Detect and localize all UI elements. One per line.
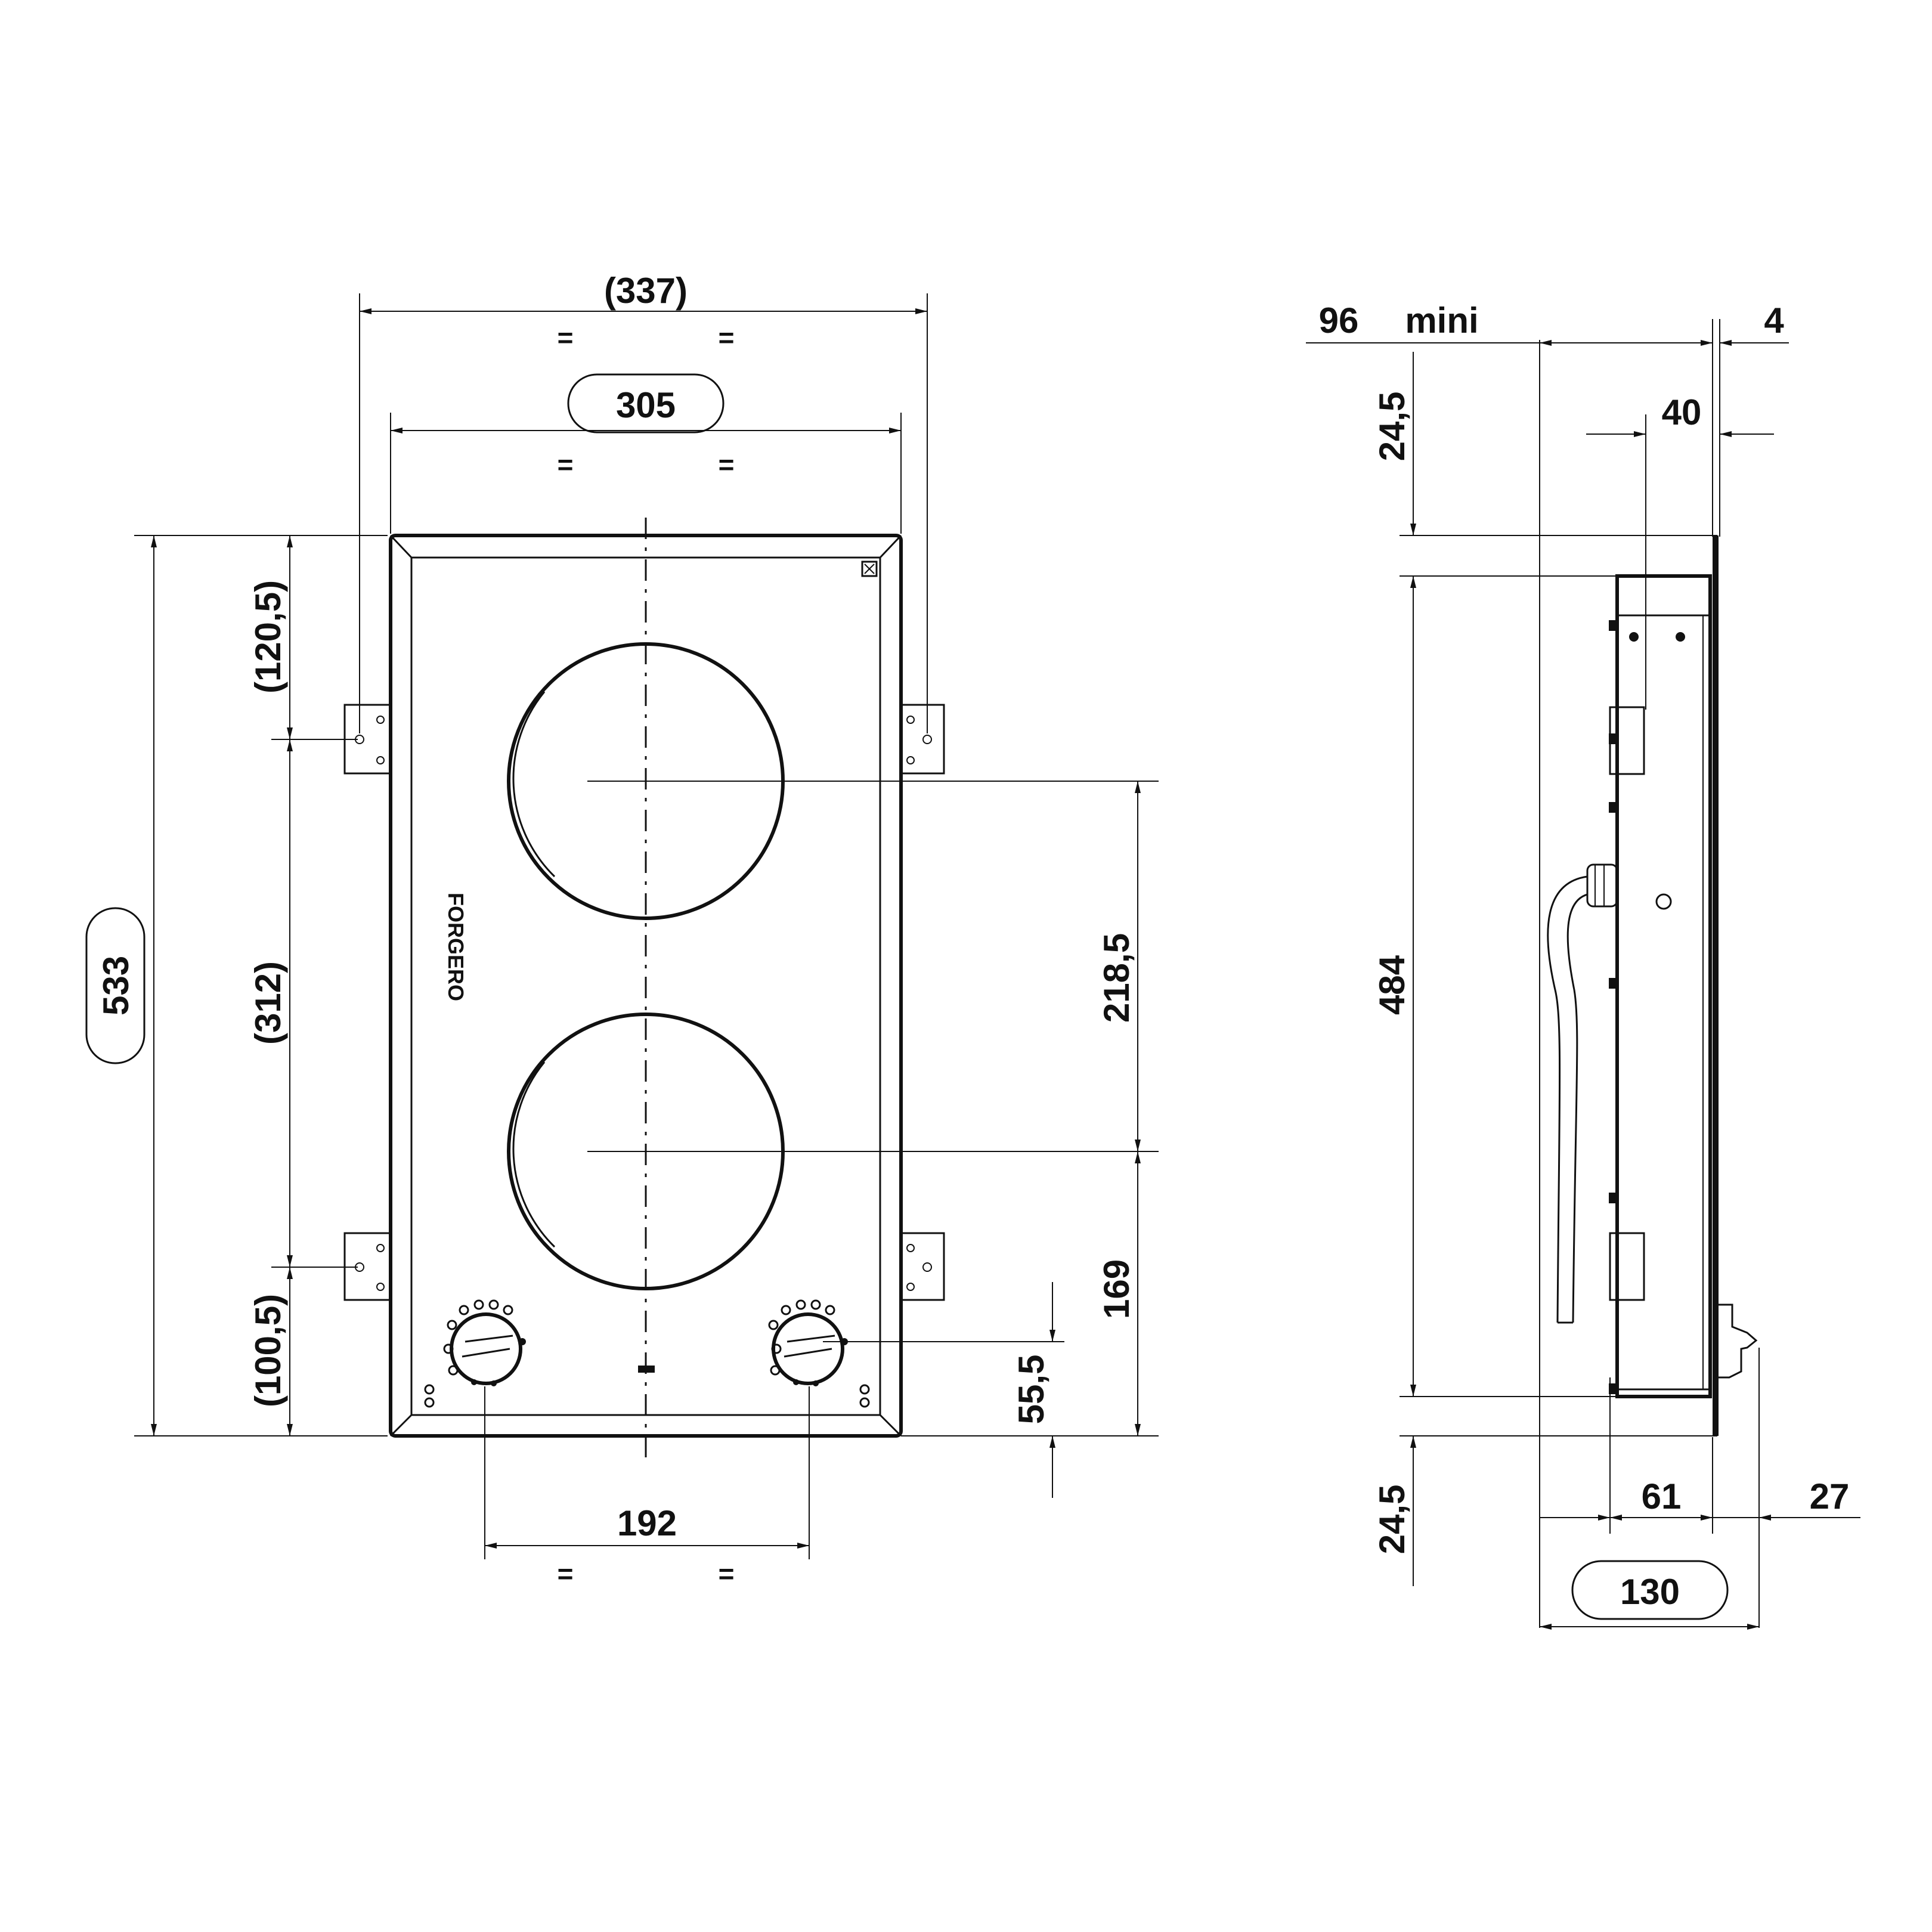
dimension-knob-height: [823, 1282, 1064, 1498]
dim-top-bracket-label: (120,5): [248, 580, 288, 693]
front-view: FORGERO: [85, 271, 1159, 1589]
power-cable: [1547, 863, 1618, 1324]
dimension-bracket-chain: [271, 535, 358, 1436]
glass-top: [1713, 535, 1719, 1436]
side-view: 96 mini 4 40 24,5 484 24,5 61 27: [1306, 301, 1860, 1630]
dim-flange-depth-label: 27: [1810, 1476, 1850, 1516]
indicator-light-icon: [638, 1366, 655, 1373]
cooking-zone-top: [507, 642, 1159, 920]
dim-body-depth-label: 61: [1642, 1476, 1682, 1516]
dim-bottom-offset-label: 24,5: [1372, 1485, 1412, 1555]
knob-stem: [1719, 1304, 1758, 1379]
dim-knob-height-label: 55,5: [1011, 1355, 1051, 1425]
brand-logo: FORGERO: [444, 893, 468, 1001]
cooking-zone-bottom: [507, 1013, 1159, 1290]
dim-min-label: mini: [1405, 301, 1478, 340]
dim-top-offset-label: 24,5: [1372, 392, 1412, 462]
dim-cutout-width-label: 305: [616, 385, 676, 425]
dim-bracket-spacing-label: (312): [248, 961, 288, 1045]
dim-body-height-label: 484: [1372, 955, 1412, 1015]
control-knob-right: [768, 1299, 870, 1408]
dim-overall-width-label: (337): [604, 271, 688, 311]
dim-knob-spacing-label: 192: [617, 1503, 677, 1543]
equal-mark: =: [558, 449, 574, 480]
dim-zone-spacing-label: 218,5: [1097, 933, 1137, 1023]
dim-min-clearance-label: 96: [1319, 301, 1359, 340]
hob-body: [1609, 574, 1712, 1398]
certification-icon: [861, 561, 878, 577]
dim-body-offset-label: 40: [1662, 392, 1702, 432]
control-knob-left: [424, 1299, 526, 1408]
dim-overall-height-label: 533: [96, 956, 136, 1015]
dimension-overall-width: [359, 293, 928, 733]
dim-zone-to-edge-label: 169: [1097, 1259, 1137, 1319]
bracket-top-right: [900, 704, 945, 775]
equal-mark: =: [719, 322, 735, 353]
dimension-zone-chain: [901, 781, 1159, 1436]
dimension-overall-height: [85, 535, 388, 1436]
dimension-total-depth: [1540, 1560, 1759, 1630]
equal-mark: =: [558, 322, 574, 353]
bracket-bottom-right: [900, 1232, 945, 1301]
equal-mark: =: [719, 1558, 735, 1589]
dimension-knob-spacing: [484, 1386, 810, 1559]
dim-total-depth-label: 130: [1620, 1572, 1680, 1612]
dim-bottom-bracket-label: (100,5): [248, 1294, 288, 1407]
equal-mark: =: [719, 449, 735, 480]
dim-glass-thickness-label: 4: [1764, 301, 1784, 340]
equal-mark: =: [558, 1558, 574, 1589]
dimension-cutout-width: [390, 373, 902, 534]
side-extension-lines: [1400, 319, 1760, 1628]
